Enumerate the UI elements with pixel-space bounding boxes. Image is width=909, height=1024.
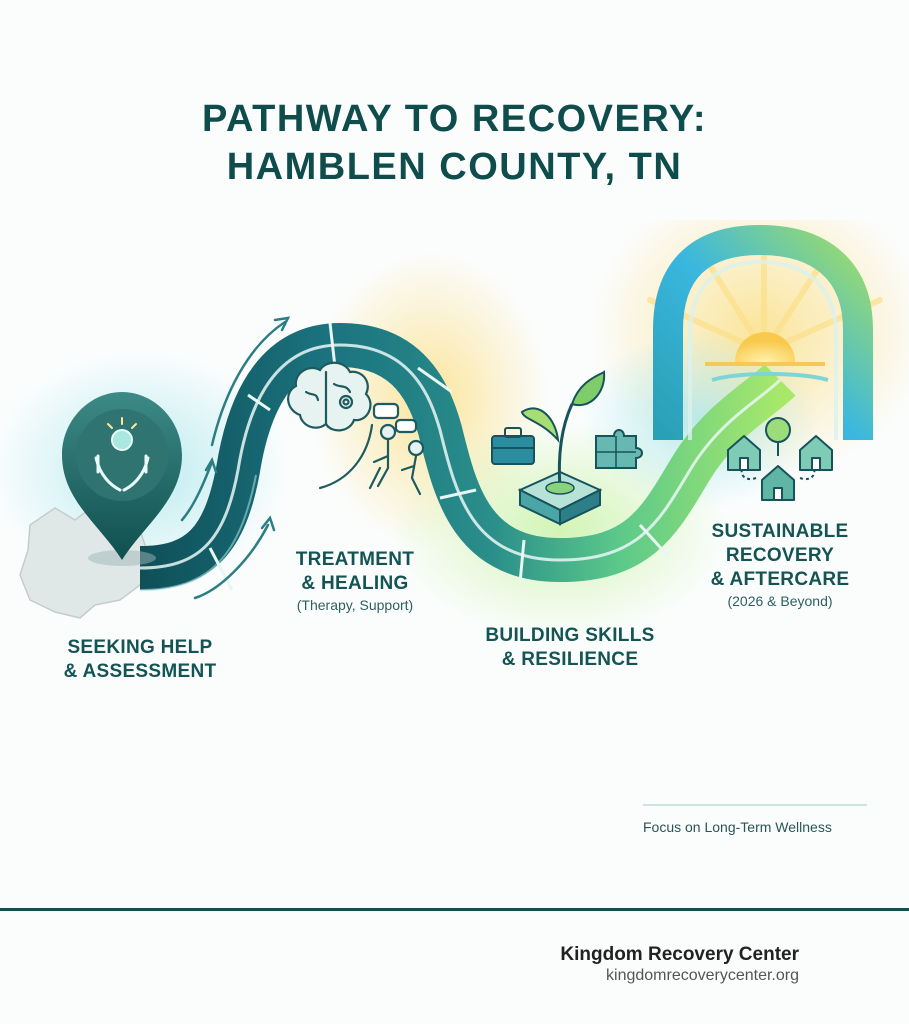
sprout-icon (517, 370, 606, 526)
progress-arrows (180, 316, 291, 600)
wellness-note: Focus on Long-Term Wellness (643, 819, 832, 835)
brain-and-counseling-icon (287, 361, 425, 496)
stage-2-subtitle: (Therapy, Support) (296, 597, 414, 613)
note-divider (643, 804, 867, 806)
stage-seeking-help: SEEKING HELP & ASSESSMENT (50, 636, 230, 684)
toolbox-icon (491, 427, 535, 465)
footer-divider (0, 908, 909, 911)
stage-4-line-3: & AFTERCARE (710, 569, 850, 590)
stage-3-line-1: BUILDING SKILLS (485, 625, 655, 646)
stage-1-line-1: SEEKING HELP (67, 637, 213, 658)
stage-4-line-2: RECOVERY (725, 545, 835, 566)
pathway-dividers (208, 322, 670, 591)
stage-3-line-2: & RESILIENCE (501, 649, 639, 670)
footer-website-link[interactable]: kingdomrecoverycenter.org (606, 967, 799, 984)
location-pin-icon (62, 392, 182, 566)
pathway-center-line (139, 343, 782, 570)
stage-2-line-2: & HEALING (301, 573, 409, 594)
stage-4-subtitle: (2026 & Beyond) (727, 593, 833, 609)
sunrise-arch-icon (653, 224, 873, 440)
stage-treatment: TREATMENT & HEALING (Therapy, Support) (265, 548, 445, 614)
recovery-pathway-graphic (0, 220, 909, 640)
title-line-1: PATHWAY TO RECOVERY: (201, 98, 708, 140)
stage-sustainable-recovery: SUSTAINABLE RECOVERY & AFTERCARE (2026 &… (690, 520, 870, 610)
footer-org-name: Kingdom Recovery Center (560, 944, 799, 965)
stage-1-line-2: & ASSESSMENT (63, 661, 217, 682)
stage-4-line-1: SUSTAINABLE (711, 521, 849, 542)
puzzle-icon (595, 429, 643, 469)
title-line-2: HAMBLEN COUNTY, TN (226, 146, 683, 188)
stage-building-skills: BUILDING SKILLS & RESILIENCE (470, 624, 670, 672)
stage-2-line-1: TREATMENT (295, 549, 415, 570)
community-houses-icon (727, 417, 833, 501)
